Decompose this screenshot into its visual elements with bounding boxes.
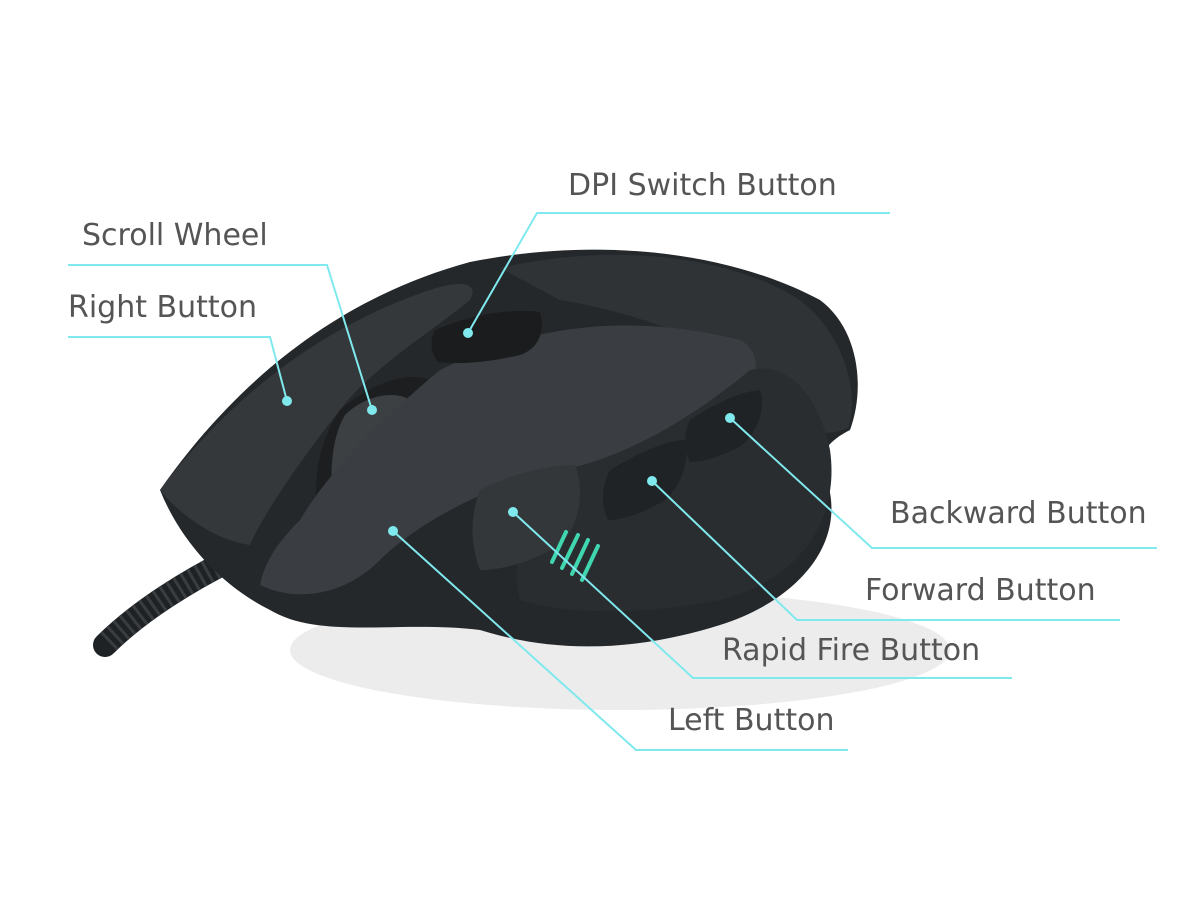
leader-dot-scroll	[367, 405, 377, 415]
label-dpi-switch-button: DPI Switch Button	[568, 168, 837, 203]
leader-dot-rapid	[508, 507, 518, 517]
leader-line-right	[68, 336, 288, 402]
leader-dot-right	[282, 396, 292, 406]
mouse-backward-button	[685, 390, 762, 462]
leader-line-scroll	[68, 264, 373, 411]
leader-line-left	[392, 530, 848, 751]
label-left-button: Left Button	[668, 703, 834, 738]
callout-leaders	[68, 212, 1157, 751]
label-backward-button: Backward Button	[890, 496, 1147, 531]
leader-line-backward	[729, 417, 1157, 549]
leader-dot-backward	[725, 413, 735, 423]
label-scroll-wheel: Scroll Wheel	[82, 218, 268, 253]
label-right-button: Right Button	[68, 290, 257, 325]
mouse-illustration	[93, 249, 950, 710]
callout-labels: DPI Switch Button Scroll Wheel Right But…	[68, 168, 1147, 738]
leader-dot-left	[388, 526, 398, 536]
mouse-left-button-shell	[260, 325, 756, 595]
mouse-forward-button	[602, 440, 687, 520]
leader-line-forward	[651, 480, 1120, 621]
mouse-rapid-fire-button	[472, 465, 580, 570]
mouse-right-button-shell	[160, 284, 473, 545]
mouse-dpi-button	[431, 310, 542, 364]
leader-dot-dpi	[463, 328, 473, 338]
leader-line-dpi	[467, 212, 890, 334]
label-forward-button: Forward Button	[865, 573, 1096, 608]
leader-dot-forward	[647, 476, 657, 486]
label-rapid-fire-button: Rapid Fire Button	[722, 633, 980, 668]
leader-line-rapid	[512, 511, 1012, 679]
mouse-hump	[500, 254, 852, 433]
